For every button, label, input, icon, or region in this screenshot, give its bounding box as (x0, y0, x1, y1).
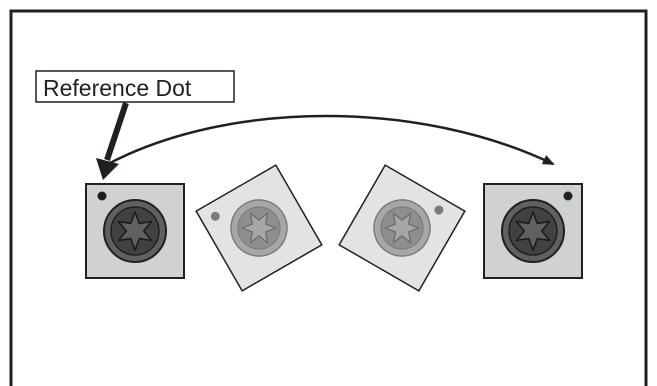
star-icon (241, 212, 277, 244)
star-icon (515, 211, 551, 251)
module-rotated-2 (338, 164, 466, 292)
star-icon (384, 212, 420, 244)
reference-dot (210, 211, 220, 221)
callout-label-box (35, 70, 235, 103)
module-initial (85, 183, 185, 279)
reference-dot (434, 205, 444, 215)
module-rotated-1 (195, 164, 323, 292)
callout-pointer-arrowhead (96, 158, 119, 180)
rotation-arrow (107, 114, 555, 166)
reference-dot (563, 191, 573, 201)
callout-pointer-arrow (104, 102, 129, 161)
reference-dot (97, 191, 107, 201)
callout-label: Reference Dot (43, 75, 192, 101)
module-final (483, 183, 583, 279)
star-icon (117, 211, 153, 251)
